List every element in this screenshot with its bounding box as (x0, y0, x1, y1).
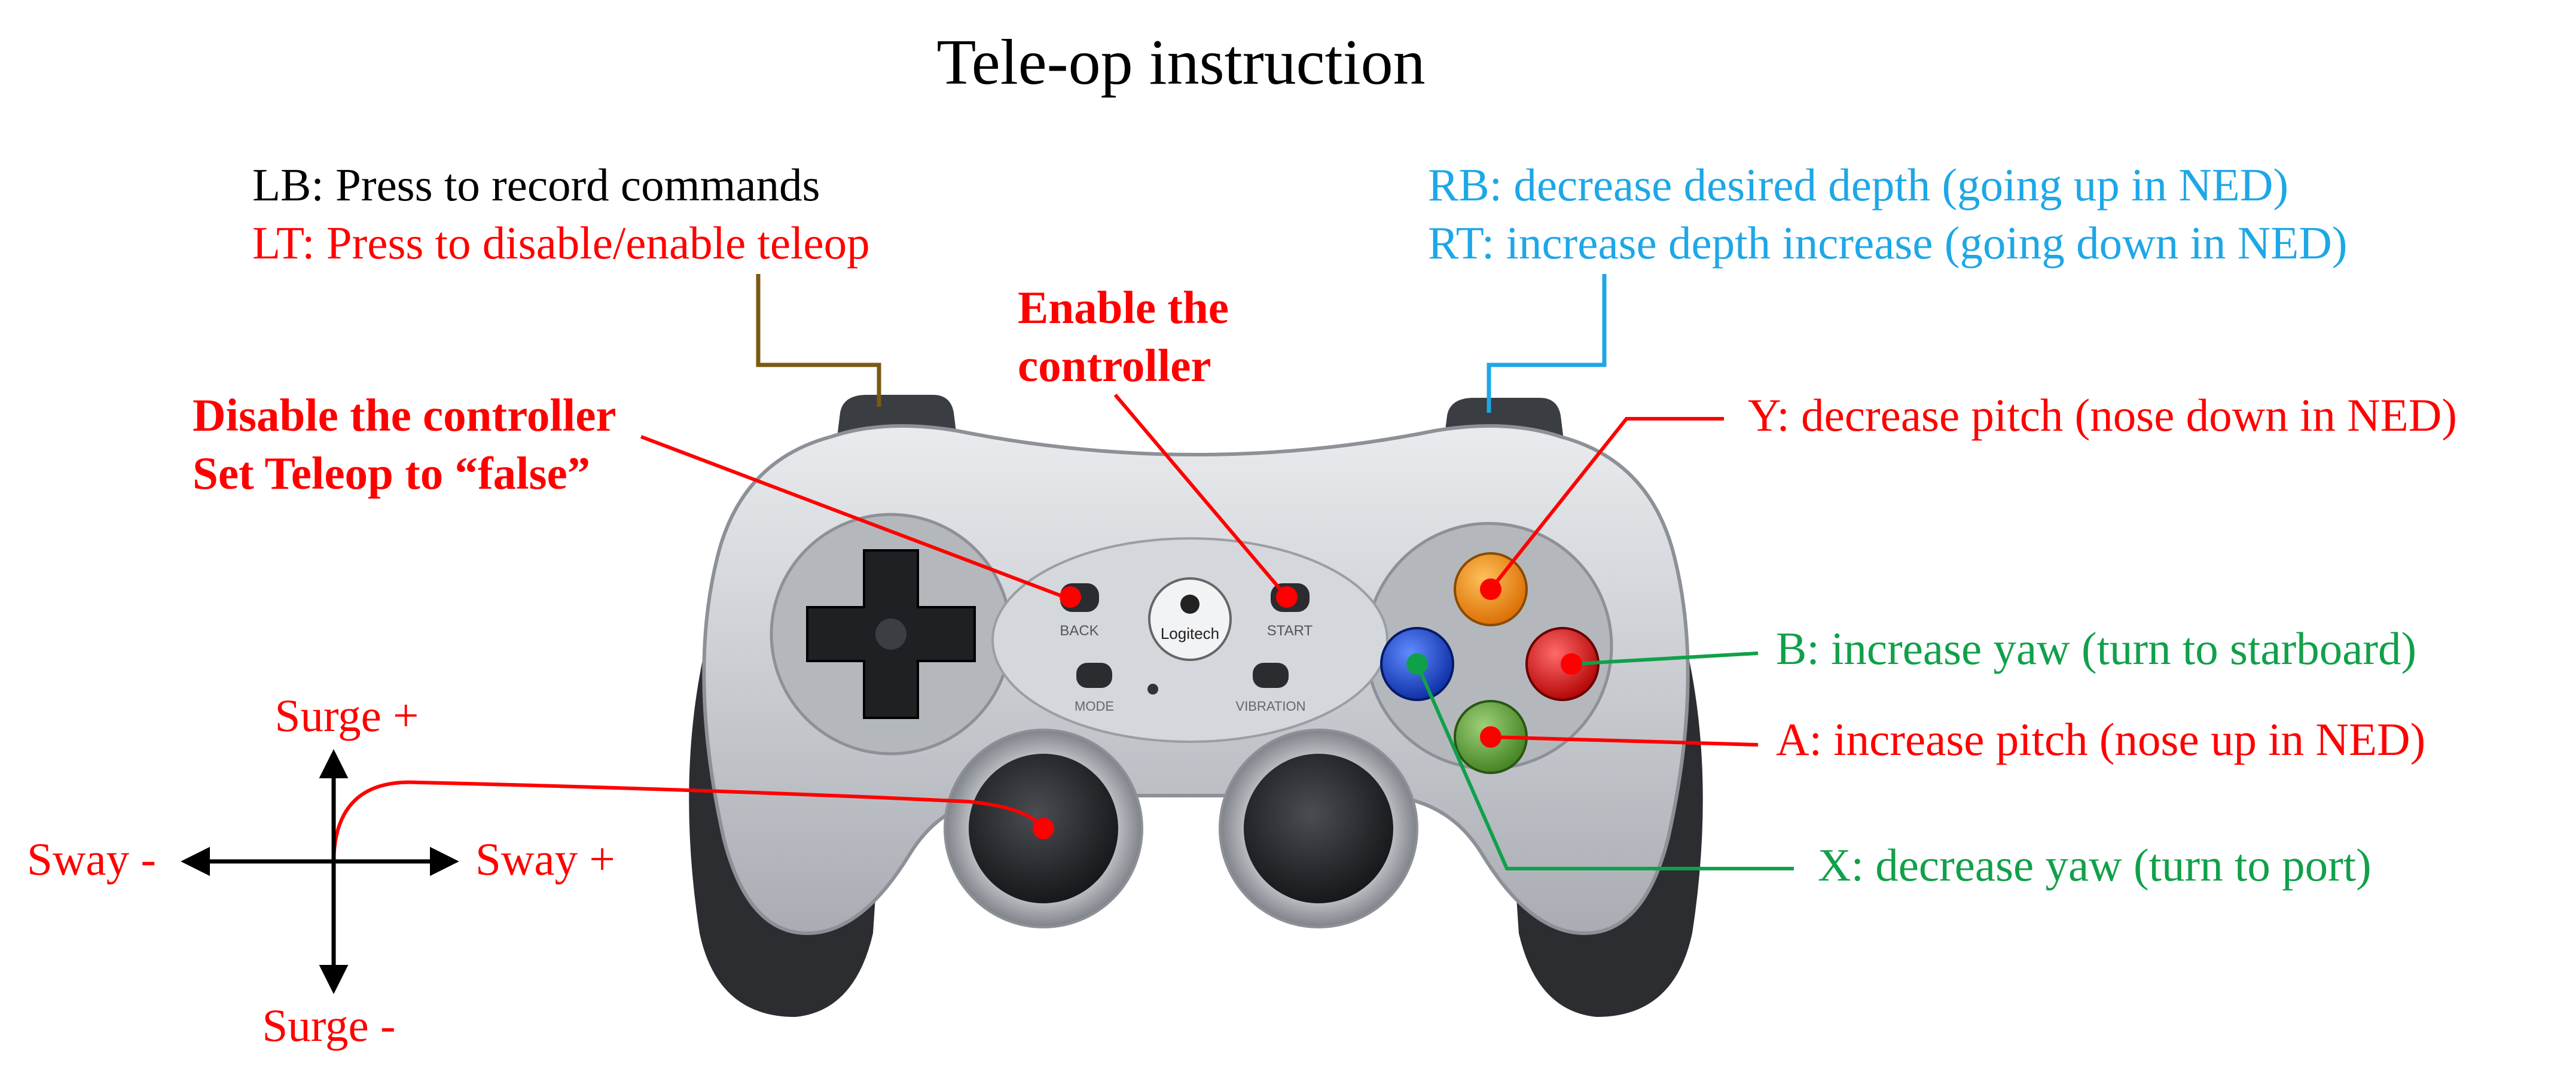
vibration-label: VIBRATION (1236, 699, 1306, 714)
b-leader-line (1571, 651, 1759, 666)
logo-mark (1180, 595, 1200, 614)
start-annotation-line2: controller (1018, 340, 1211, 391)
b-leader-dot (1561, 653, 1582, 675)
logo-text: Logitech (1161, 625, 1219, 642)
lb-leader-line (756, 274, 881, 407)
y-label: Y: decrease pitch (nose down in NED) (1748, 389, 2457, 441)
back-leader-dot (1060, 586, 1081, 608)
mode-button[interactable] (1076, 663, 1112, 688)
y-leader-line (1489, 417, 1724, 590)
right-analog-stick[interactable] (1244, 754, 1393, 903)
start-leader-dot (1276, 586, 1298, 608)
logitech-logo-icon (1148, 577, 1232, 661)
back-annotation-line1: Disable the controller (193, 389, 616, 441)
surge-plus-label: Surge + (275, 690, 419, 741)
sway-plus-label: Sway + (475, 833, 615, 885)
rb-label: RB: decrease desired depth (going up in … (1428, 159, 2288, 211)
start-leader-line (1113, 394, 1289, 598)
back-leader-line (640, 435, 1066, 599)
rb-leader-line (1487, 274, 1607, 413)
x-leader-dot (1406, 653, 1428, 675)
lt-label: LT: Press to disable/enable teleop (252, 217, 870, 269)
rt-label: RT: increase depth increase (going down … (1428, 217, 2347, 269)
b-label: B: increase yaw (turn to starboard) (1776, 623, 2416, 674)
a-label: A: increase pitch (nose up in NED) (1776, 714, 2425, 765)
a-leader-dot (1480, 726, 1501, 748)
mode-led (1147, 684, 1158, 695)
stick-leader-dot (1033, 818, 1054, 839)
back-label: BACK (1060, 623, 1098, 639)
start-label: START (1267, 623, 1313, 639)
surge-minus-label: Surge - (262, 1000, 395, 1051)
back-annotation-line2: Set Teleop to “false” (193, 447, 590, 499)
x-leader-line (1415, 663, 1794, 870)
y-leader-dot (1480, 578, 1501, 600)
stick-leader-line (332, 780, 1045, 862)
a-leader-line (1490, 735, 1759, 747)
dpad-center (875, 619, 907, 650)
surge-sway-axes (181, 749, 459, 994)
start-annotation-line1: Enable the (1018, 282, 1229, 333)
vibration-button[interactable] (1253, 663, 1289, 688)
mode-label: MODE (1075, 699, 1114, 714)
page-title: Tele-op instruction (936, 27, 1425, 98)
x-label: X: decrease yaw (turn to port) (1818, 839, 2371, 891)
sway-minus-label: Sway - (27, 833, 156, 885)
lb-label: LB: Press to record commands (252, 159, 820, 211)
